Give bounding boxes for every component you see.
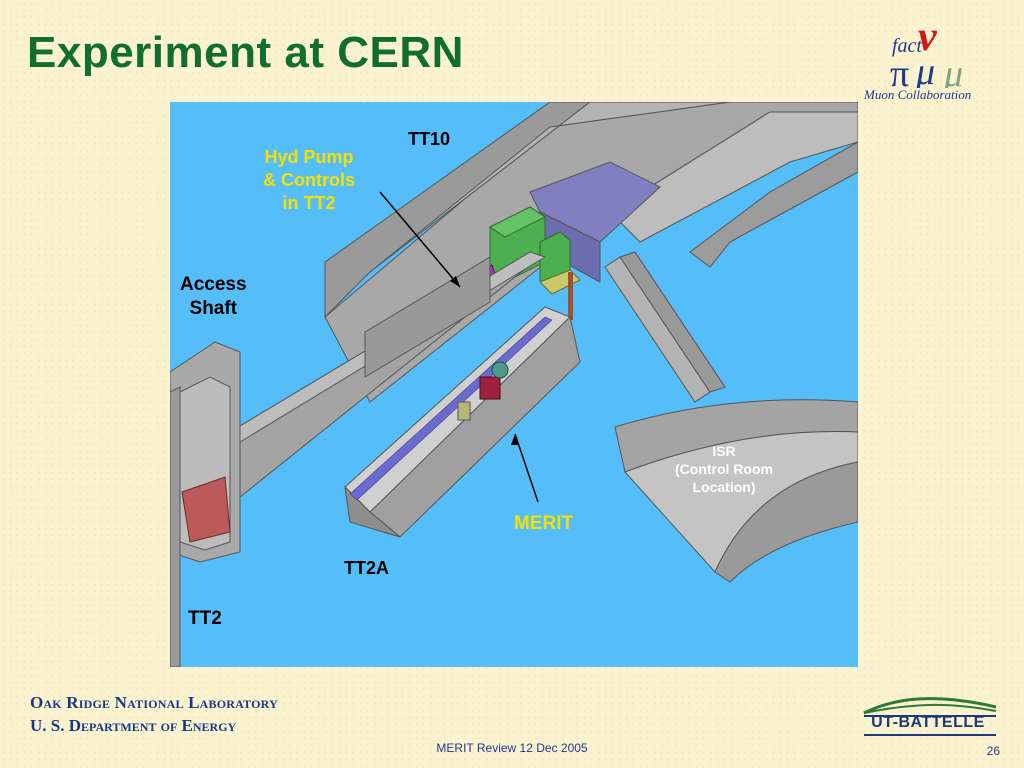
tunnel-diagram: TT10 Hyd Pump & Controls in TT2 Access S…: [169, 101, 859, 668]
tunnel-layout-drawing: [169, 101, 859, 668]
label-merit: MERIT: [514, 513, 574, 534]
ut-battelle-logo: UT-BATTELLE: [858, 695, 1000, 740]
svg-text:μ: μ: [943, 53, 963, 88]
svg-text:ν: ν: [918, 16, 938, 60]
label-hyd-pump: Hyd Pump & Controls in TT2: [263, 147, 355, 214]
page-number: 26: [986, 744, 1000, 758]
logo-caption: Muon Collaboration: [864, 87, 972, 102]
label-tt10: TT10: [408, 129, 451, 149]
nu-fact-logo-icon: fact ν π μ μ: [890, 14, 963, 95]
mountain-icon: [863, 697, 997, 736]
footer-doe-name: U. S. Department of Energy: [30, 716, 237, 735]
ut-battelle-text: UT-BATTELLE: [871, 714, 985, 731]
label-tt2a: TT2A: [344, 558, 389, 578]
footer-center-text: MERIT Review 12 Dec 2005: [436, 741, 588, 755]
label-access-shaft: Access Shaft: [180, 274, 247, 320]
logo-fact-text: fact: [892, 35, 922, 57]
label-tt2: TT2: [188, 608, 222, 629]
slide-title: Experiment at CERN: [27, 28, 464, 77]
label-isr: ISR (Control Room Location): [675, 443, 773, 495]
muon-collaboration-logo: fact ν π μ μ Muon Collaboration: [860, 14, 1010, 106]
svg-text:μ: μ: [915, 51, 935, 88]
footer-lab-name: Oak Ridge National Laboratory: [30, 693, 278, 712]
svg-text:π: π: [890, 53, 909, 88]
